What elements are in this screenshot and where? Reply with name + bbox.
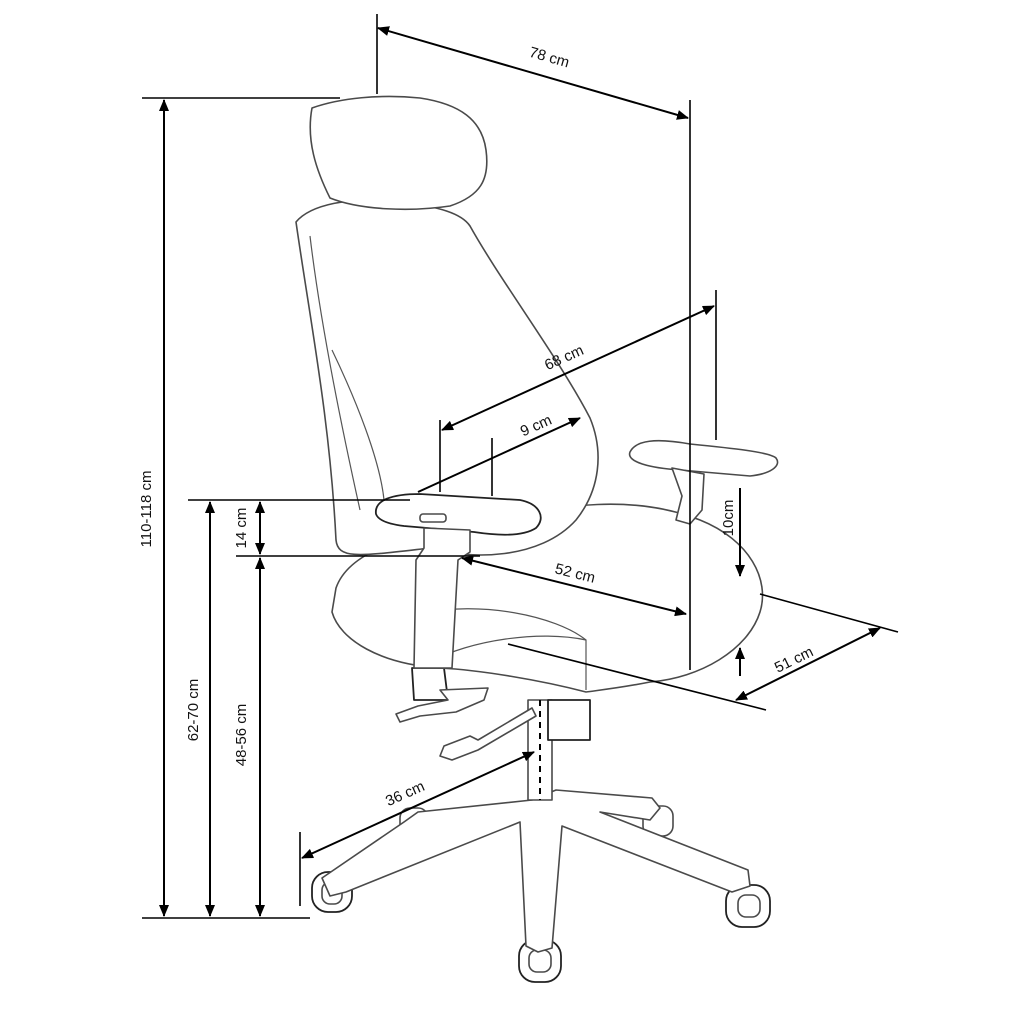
dim-seat-depth — [461, 555, 687, 617]
dim-backrest-offset — [417, 417, 581, 493]
armrest-right-support — [671, 467, 705, 525]
star-base — [321, 789, 751, 953]
height-lever — [439, 707, 537, 761]
headrest — [309, 95, 488, 211]
armrest-base-left — [411, 667, 449, 701]
label-armrest-right: 10cm — [720, 500, 737, 537]
label-overall-width: 78 cm — [527, 44, 571, 72]
label-armrest-above-seat: 14 cm — [233, 508, 250, 549]
armrest-left-post — [413, 527, 471, 669]
armrest-right-pad — [628, 439, 779, 477]
dimension-lines — [142, 14, 899, 919]
tilt-mechanism — [547, 699, 591, 741]
label-armrest-floor: 62-70 cm — [185, 679, 202, 742]
label-base-radius: 36 cm — [383, 778, 427, 810]
backrest-inner — [309, 235, 361, 511]
chair-illustration — [295, 95, 779, 983]
label-depth: 68 cm — [542, 342, 586, 374]
seat-lever — [395, 687, 489, 723]
backrest-side — [331, 349, 385, 501]
armrest-left-pad — [375, 493, 542, 536]
label-seat-height: 48-56 cm — [233, 704, 250, 767]
armrest-left-button — [419, 513, 447, 523]
caster-right — [725, 884, 771, 928]
label-overall-height: 110-118 cm — [138, 471, 155, 548]
dim-overall-width — [377, 26, 689, 120]
dim-depth — [441, 305, 715, 431]
dim-base-radius — [301, 751, 535, 859]
dim-seat-width — [735, 627, 881, 701]
